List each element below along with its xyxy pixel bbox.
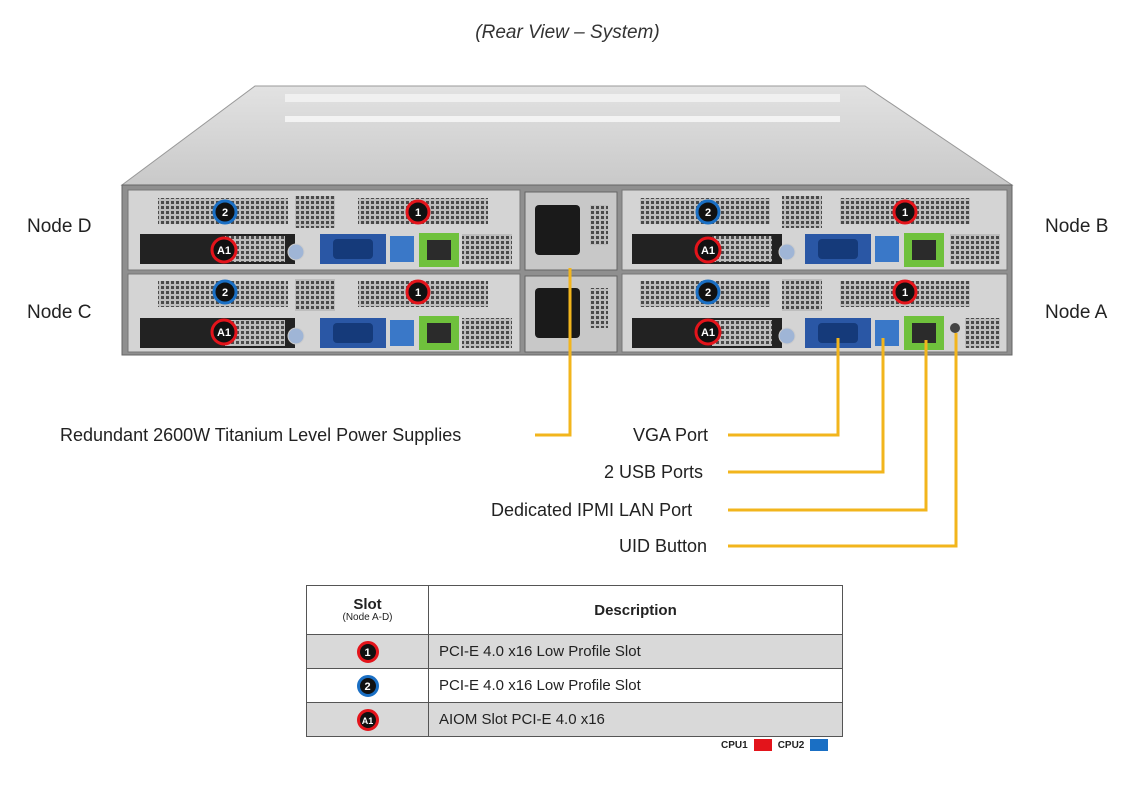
cpu2-label: CPU2 [777, 739, 805, 751]
table-row: A1 AIOM Slot PCI-E 4.0 x16 [306, 702, 843, 737]
svg-text:1: 1 [415, 287, 421, 299]
row-description: PCI-E 4.0 x16 Low Profile Slot [428, 634, 843, 669]
description-column-header: Description [428, 585, 843, 635]
node-c-label: Node C [27, 302, 92, 323]
svg-text:2: 2 [705, 207, 711, 219]
usb-callout: 2 USB Ports [604, 462, 704, 482]
psu-callout: Redundant 2600W Titanium Level Power Sup… [60, 425, 462, 445]
row-description: AIOM Slot PCI-E 4.0 x16 [428, 702, 843, 737]
slot-2-badge: 2 [356, 674, 379, 697]
callout-lines [535, 268, 958, 548]
row-description: PCI-E 4.0 x16 Low Profile Slot [428, 668, 843, 703]
uid-callout: UID Button [619, 536, 708, 556]
page-title: (Rear View – System) [475, 22, 660, 43]
node-c-module [127, 273, 521, 353]
slot-subheader: (Node A-D) [342, 612, 393, 623]
slot-a1-badge: A1 [356, 708, 379, 731]
svg-text:A1: A1 [701, 245, 715, 257]
node-b-module [621, 189, 1008, 271]
svg-text:A1: A1 [217, 327, 231, 339]
svg-text:A1: A1 [701, 327, 715, 339]
node-a-label: Node A [1045, 302, 1108, 323]
svg-text:1: 1 [415, 207, 421, 219]
node-d-module [127, 189, 521, 271]
table-row: 1 PCI-E 4.0 x16 Low Profile Slot [306, 634, 843, 669]
table-header-row: Slot (Node A-D) Description [306, 585, 843, 635]
description-header: Description [594, 601, 677, 619]
svg-text:2: 2 [705, 287, 711, 299]
node-a-module [621, 273, 1008, 353]
cpu1-label: CPU1 [721, 739, 748, 751]
svg-text:A1: A1 [217, 245, 231, 257]
svg-text:2: 2 [222, 207, 228, 219]
svg-text:1: 1 [902, 287, 908, 299]
slot-column-header: Slot (Node A-D) [306, 585, 429, 635]
slot-header: Slot [353, 596, 382, 613]
slot-badges: 2 1 A1 2 1 A1 2 1 A1 2 1 A1 [210, 199, 918, 346]
slot-table: Slot (Node A-D) Description 1 PCI-E 4.0 … [306, 585, 843, 737]
ipmi-callout: Dedicated IPMI LAN Port [491, 500, 693, 520]
svg-text:2: 2 [222, 287, 228, 299]
node-d-label: Node D [27, 216, 92, 237]
slot-1-badge: 1 [356, 640, 379, 663]
vga-callout: VGA Port [633, 425, 709, 445]
table-row: 2 PCI-E 4.0 x16 Low Profile Slot [306, 668, 843, 703]
node-b-label: Node B [1045, 216, 1109, 237]
cpu-legend: CPU1 CPU2 [721, 739, 829, 751]
svg-text:1: 1 [902, 207, 908, 219]
cpu2-swatch [810, 739, 829, 751]
cpu1-swatch [753, 739, 772, 751]
